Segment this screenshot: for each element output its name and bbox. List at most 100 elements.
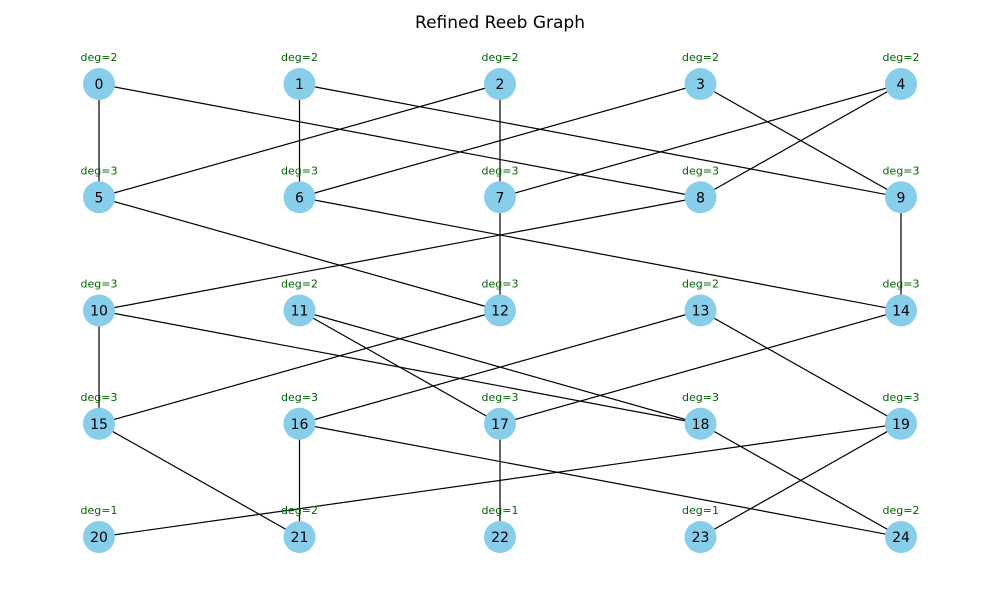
edge-4-7 [499,83,902,198]
node-circle [684,407,717,440]
node-degree-label: deg=1 [81,504,118,517]
node-circle [83,181,115,214]
edge-0-8 [98,83,701,198]
node-circle [684,68,717,100]
node-circle [83,521,115,553]
node-label: 3 [696,77,705,93]
node-degree-label: deg=3 [883,391,920,404]
node-circle [83,68,115,100]
edge-19-20 [98,423,902,538]
node-label: 4 [897,77,906,93]
edge-13-16 [299,309,701,425]
node-label: 5 [95,190,104,206]
node-degree-label: deg=3 [81,391,118,404]
node-circle [684,294,717,327]
node-degree-label: deg=1 [682,504,719,517]
node-circle [484,521,516,553]
edge-19-23 [700,423,902,538]
node-24: 24 deg=2 [883,504,920,553]
node-circle [83,294,115,327]
node-label: 0 [95,77,104,93]
node-0: 0 deg=2 [81,51,118,100]
node-degree-label: deg=2 [281,51,318,64]
node-degree-label: deg=3 [482,278,519,291]
node-degree-label: deg=3 [81,164,118,177]
edge-layer [98,83,902,538]
node-degree-label: deg=3 [482,391,519,404]
node-degree-label: deg=3 [281,164,318,177]
node-label: 13 [692,304,710,320]
node-label: 1 [295,77,304,93]
node-label: 2 [496,77,505,93]
node-circle [484,181,516,214]
node-degree-label: deg=2 [281,504,318,517]
node-11: 11 deg=2 [281,278,318,327]
node-circle [885,521,917,553]
node-degree-label: deg=3 [883,164,920,177]
edge-6-14 [299,196,902,312]
node-8: 8 deg=3 [682,164,719,214]
node-label: 6 [295,190,304,206]
node-23: 23 deg=1 [682,504,719,553]
node-circle [684,521,717,553]
edge-2-5 [98,83,501,198]
node-degree-label: deg=3 [682,391,719,404]
node-label: 11 [291,304,309,320]
edge-13-19 [700,309,902,425]
node-degree-label: deg=2 [682,51,719,64]
node-label: 18 [692,417,710,433]
node-label: 19 [892,417,910,433]
node-20: 20 deg=1 [81,504,118,553]
chart-title: Refined Reeb Graph [415,13,585,33]
edge-3-6 [299,83,701,198]
node-degree-label: deg=2 [883,504,920,517]
node-label: 23 [692,530,710,546]
node-degree-label: deg=1 [482,504,519,517]
node-circle [885,294,917,327]
node-circle [283,407,316,440]
node-label: 20 [90,530,108,546]
node-label: 22 [491,530,509,546]
node-degree-label: deg=2 [883,51,920,64]
node-degree-label: deg=3 [281,391,318,404]
node-6: 6 deg=3 [281,164,318,214]
edge-4-8 [700,83,902,198]
edge-15-21 [98,423,300,538]
node-degree-label: deg=3 [682,164,719,177]
node-label: 24 [892,530,910,546]
node-12: 12 deg=3 [482,278,519,327]
node-label: 9 [897,190,906,206]
node-label: 16 [291,417,309,433]
node-circle [283,521,316,553]
node-label: 7 [496,190,505,206]
node-circle [484,407,516,440]
node-label: 8 [696,190,705,206]
node-layer: 0deg=21deg=22deg=23deg=24deg=25deg=36deg… [81,51,920,553]
node-label: 15 [90,417,108,433]
node-degree-label: deg=2 [281,278,318,291]
node-degree-label: deg=2 [81,51,118,64]
node-circle [885,68,917,100]
node-circle [484,294,516,327]
node-5: 5 deg=3 [81,164,118,214]
node-22: 22 deg=1 [482,504,519,553]
node-18: 18 deg=3 [682,391,719,440]
node-9: 9 deg=3 [883,164,920,214]
edge-16-24 [299,423,902,538]
node-3: 3 deg=2 [682,51,719,100]
node-15: 15 deg=3 [81,391,118,440]
edge-8-10 [98,196,701,312]
node-circle [283,68,316,100]
node-label: 21 [291,530,309,546]
node-4: 4 deg=2 [883,51,920,100]
edge-14-17 [499,309,902,425]
node-label: 12 [491,304,509,320]
node-circle [885,181,917,214]
